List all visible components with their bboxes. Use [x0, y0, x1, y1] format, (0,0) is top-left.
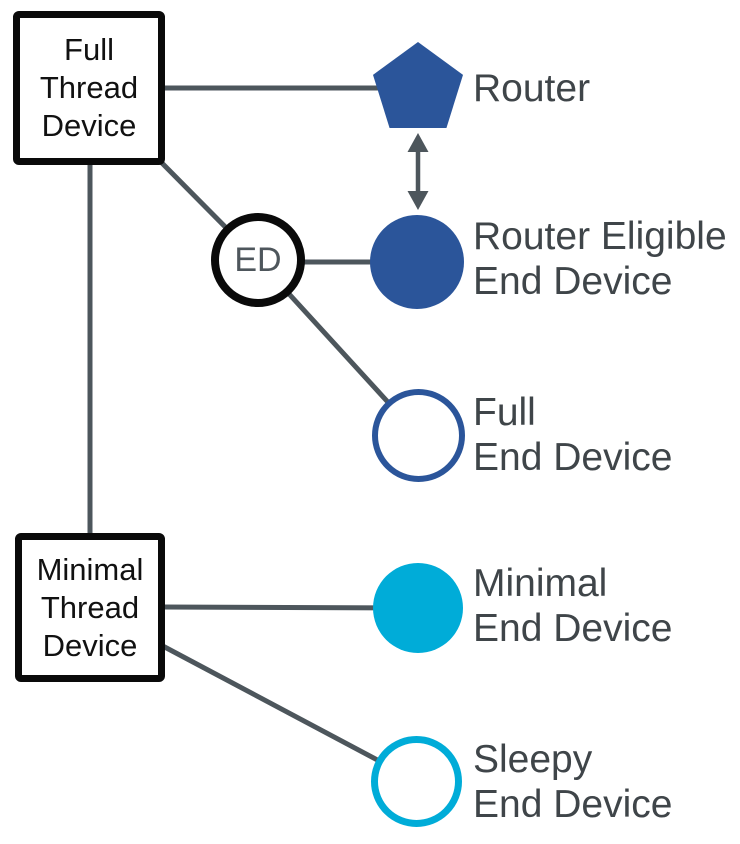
full-thread-device-label-line: Thread — [39, 70, 139, 105]
reed-label-line: End Device — [473, 260, 673, 303]
minimal-end-device-label: Minimal End Device — [473, 561, 672, 651]
minimal-end-device-circle-icon — [373, 563, 463, 653]
minimal-thread-device-label-line: Device — [42, 627, 138, 663]
double-arrow-router-reed — [407, 133, 429, 210]
router-eligible-end-device-circle-icon — [370, 215, 464, 309]
full-thread-device-box: Full Thread Device — [13, 11, 165, 165]
fed-label-line: End Device — [473, 436, 673, 479]
sleepy-end-device-circle-icon — [371, 736, 462, 827]
minimal-thread-device-label-line: Minimal — [36, 551, 144, 587]
sed-label-line: Sleepy — [473, 738, 593, 781]
router-eligible-end-device-label: Router Eligible End Device — [473, 214, 727, 304]
sed-label-line: End Device — [473, 783, 673, 826]
minimal-thread-device-label-line: Thread — [40, 589, 140, 625]
full-end-device-label: Full End Device — [473, 390, 672, 480]
med-label-line: Minimal — [473, 562, 608, 605]
edge-mtd-sed — [157, 641, 419, 784]
med-label-line: End Device — [473, 607, 673, 650]
router-label-line: Router — [473, 67, 591, 110]
reed-label-line: Router Eligible — [473, 215, 727, 258]
full-thread-device-label-line: Device — [41, 108, 137, 143]
minimal-thread-device-box: Minimal Thread Device — [15, 533, 165, 682]
sleepy-end-device-label: Sleepy End Device — [473, 737, 672, 827]
end-device-badge-circle: ED — [211, 213, 305, 307]
router-label: Router — [473, 66, 590, 111]
fed-label-line: Full — [473, 391, 536, 434]
end-device-badge-label: ED — [234, 240, 282, 279]
full-end-device-circle-icon — [372, 389, 465, 482]
full-thread-device-label-line: Full — [64, 32, 114, 67]
